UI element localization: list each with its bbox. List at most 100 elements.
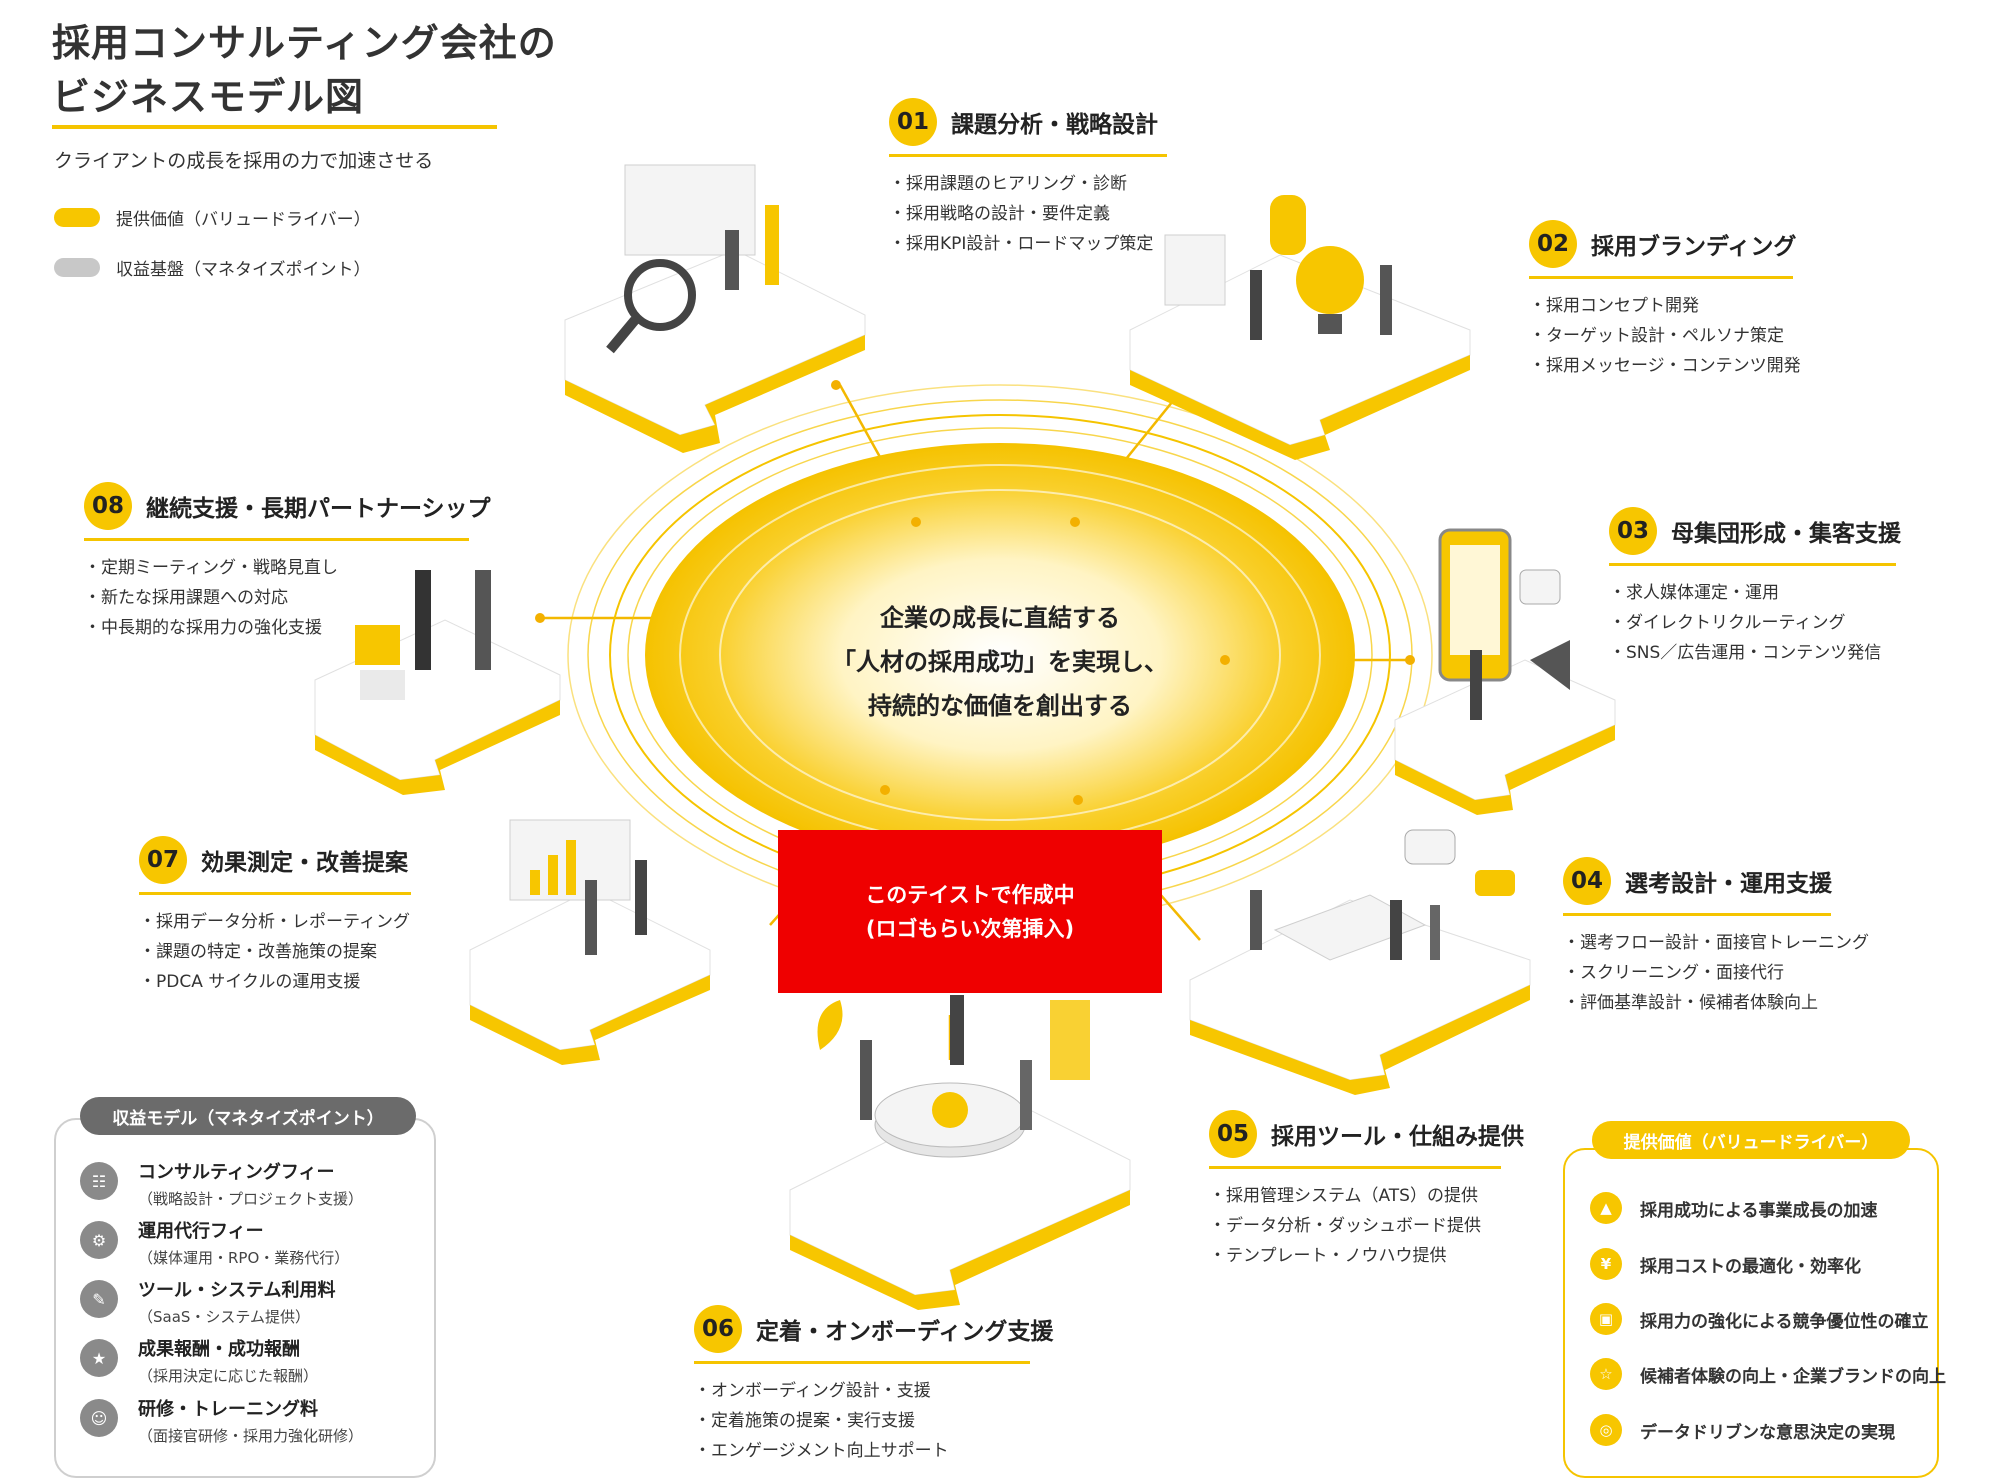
- value-item-label: 候補者体験の向上・企業ブランドの向上: [1640, 1366, 1946, 1387]
- puzzle-piece-03: [1394, 528, 1616, 815]
- value-item: ◎ データドリブンな意思決定の実現: [1590, 1414, 1895, 1446]
- legend-swatch-value: [54, 208, 100, 227]
- puzzle-piece-06: [789, 995, 1131, 1310]
- section-underline: [84, 538, 469, 541]
- puzzle-piece-08: [314, 570, 561, 795]
- legend-label-revenue: 収益基盤（マネタイズポイント）: [116, 260, 371, 280]
- section-number-badge: 02: [1529, 220, 1577, 268]
- section-number-badge: 04: [1563, 857, 1611, 905]
- section-item: ・SNS／広告運用・コンテンツ発信: [1609, 643, 1882, 663]
- legend-label-value: 提供価値（バリュードライバー）: [116, 210, 371, 230]
- title-underline: [52, 125, 497, 129]
- section-underline: [1209, 1166, 1501, 1169]
- revenue-model-heading: 収益モデル（マネタイズポイント）: [80, 1097, 416, 1135]
- section-title: 母集団形成・集客支援: [1671, 521, 1901, 547]
- section-item: ・中長期的な採用力の強化支援: [84, 618, 322, 638]
- section-item: ・課題の特定・改善施策の提案: [139, 942, 377, 962]
- section-title: 効果測定・改善提案: [201, 850, 408, 876]
- tool-icon: ✎: [80, 1280, 118, 1318]
- center-line: 企業の成長に直結する: [880, 604, 1120, 632]
- section-item: ・選考フロー設計・面接官トレーニング: [1563, 933, 1869, 953]
- puzzle-piece-01: [564, 164, 866, 453]
- revenue-item-title: 研修・トレーニング料: [138, 1399, 318, 1420]
- section-item: ・採用管理システム（ATS）の提供: [1209, 1186, 1478, 1206]
- section-item: ・採用KPI設計・ロードマップ策定: [889, 234, 1154, 254]
- section-item: ・オンボーディング設計・支援: [694, 1381, 931, 1401]
- value-item: ☆ 候補者体験の向上・企業ブランドの向上: [1590, 1358, 1946, 1390]
- section-item: ・データ分析・ダッシュボード提供: [1209, 1216, 1481, 1236]
- section-number-badge: 05: [1209, 1110, 1257, 1158]
- page-title-line1: 採用コンサルティング会社の: [52, 21, 557, 65]
- placeholder-line1: このテイストで作成中: [865, 882, 1075, 907]
- section-item: ・テンプレート・ノウハウ提供: [1209, 1246, 1447, 1266]
- section-05: 05 採用ツール・仕組み提供 ・採用管理システム（ATS）の提供・データ分析・ダッ…: [1209, 1110, 1524, 1271]
- growth-icon: ▲: [1590, 1192, 1622, 1224]
- center-message: 企業の成長に直結する 「人材の採用成功」を実現し、 持続的な価値を創出する: [780, 596, 1220, 728]
- consulting-icon: ☷: [80, 1162, 118, 1200]
- section-item: ・ダイレクトリクルーティング: [1609, 613, 1846, 633]
- section-item: ・採用データ分析・レポーティング: [139, 912, 410, 932]
- value-drivers-heading: 提供価値（バリュードライバー）: [1592, 1121, 1910, 1159]
- puzzle-piece-02: [1129, 195, 1471, 460]
- revenue-item: ⚙ 運用代行フィー （媒体運用・RPO・業務代行）: [80, 1217, 349, 1268]
- section-item: ・採用戦略の設計・要件定義: [889, 204, 1110, 224]
- section-item: ・求人媒体運定・運用: [1609, 583, 1779, 603]
- page-subtitle: クライアントの成長を採用の力で加速させる: [54, 150, 434, 172]
- operation-icon: ⚙: [80, 1221, 118, 1259]
- placeholder-box: このテイストで作成中 (ロゴもらい次第挿入): [778, 830, 1162, 993]
- value-item-label: 採用成功による事業成長の加速: [1640, 1200, 1878, 1221]
- strength-icon: ▣: [1590, 1303, 1622, 1335]
- section-underline: [139, 892, 411, 895]
- puzzle-piece-07: [469, 819, 711, 1065]
- legend-item-revenue: 収益基盤（マネタイズポイント）: [54, 255, 371, 280]
- revenue-item-sub: （媒体運用・RPO・業務代行）: [138, 1249, 350, 1267]
- revenue-item-title: コンサルティングフィー: [138, 1162, 335, 1183]
- value-item-label: 採用コストの最適化・効率化: [1640, 1256, 1861, 1277]
- section-item: ・スクリーニング・面接代行: [1563, 963, 1784, 983]
- revenue-item-title: ツール・システム利用料: [138, 1280, 336, 1301]
- core-disc: [645, 443, 1355, 867]
- revenue-item: ☷ コンサルティングフィー （戦略設計・プロジェクト支援）: [80, 1158, 363, 1209]
- section-item: ・採用コンセプト開発: [1529, 296, 1699, 316]
- brand-icon: ☆: [1590, 1358, 1622, 1390]
- value-item: ▲ 採用成功による事業成長の加速: [1590, 1192, 1878, 1224]
- puzzle-piece-04: [1189, 829, 1531, 1095]
- value-item: ¥ 採用コストの最適化・効率化: [1590, 1248, 1861, 1280]
- revenue-item-sub: （SaaS・システム提供）: [138, 1308, 310, 1326]
- section-item: ・新たな採用課題への対応: [84, 588, 288, 608]
- section-underline: [1563, 913, 1831, 916]
- revenue-item-sub: （戦略設計・プロジェクト支援）: [138, 1190, 364, 1208]
- section-item: ・PDCA サイクルの運用支援: [139, 972, 361, 992]
- section-item: ・採用メッセージ・コンテンツ開発: [1529, 356, 1801, 376]
- section-number-badge: 08: [84, 482, 132, 530]
- section-underline: [694, 1361, 1030, 1364]
- legend-swatch-revenue: [54, 258, 100, 277]
- section-title: 選考設計・運用支援: [1625, 871, 1832, 897]
- cost-icon: ¥: [1590, 1248, 1622, 1280]
- section-underline: [1609, 563, 1896, 566]
- value-item: ▣ 採用力の強化による競争優位性の確立: [1590, 1303, 1929, 1335]
- data-icon: ◎: [1590, 1414, 1622, 1446]
- section-item: ・採用課題のヒアリング・診断: [889, 174, 1127, 194]
- center-line: 「人材の採用成功」を実現し、: [832, 648, 1168, 676]
- section-number-badge: 07: [139, 836, 187, 884]
- reward-icon: ★: [80, 1339, 118, 1377]
- placeholder-line2: (ロゴもらい次第挿入): [865, 916, 1075, 941]
- section-title: 定着・オンボーディング支援: [756, 1319, 1054, 1345]
- section-title: 採用ツール・仕組み提供: [1271, 1124, 1524, 1150]
- section-underline: [1529, 276, 1793, 279]
- section-item: ・評価基準設計・候補者体験向上: [1563, 993, 1818, 1013]
- center-line: 持続的な価値を創出する: [868, 692, 1132, 720]
- revenue-item: ★ 成果報酬・成功報酬（採用決定に応じた報酬）: [80, 1335, 318, 1386]
- revenue-item-title: 運用代行フィー: [138, 1221, 264, 1242]
- section-number-badge: 03: [1609, 507, 1657, 555]
- page-title-line2: ビジネスモデル図: [52, 75, 365, 119]
- section-title: 採用ブランディング: [1591, 234, 1797, 260]
- section-03: 03 母集団形成・集客支援 ・求人媒体運定・運用・ダイレクトリクルーティング・SN…: [1609, 507, 1901, 668]
- legend-item-value: 提供価値（バリュードライバー）: [54, 205, 371, 230]
- section-item: ・ターゲット設計・ペルソナ策定: [1529, 326, 1784, 346]
